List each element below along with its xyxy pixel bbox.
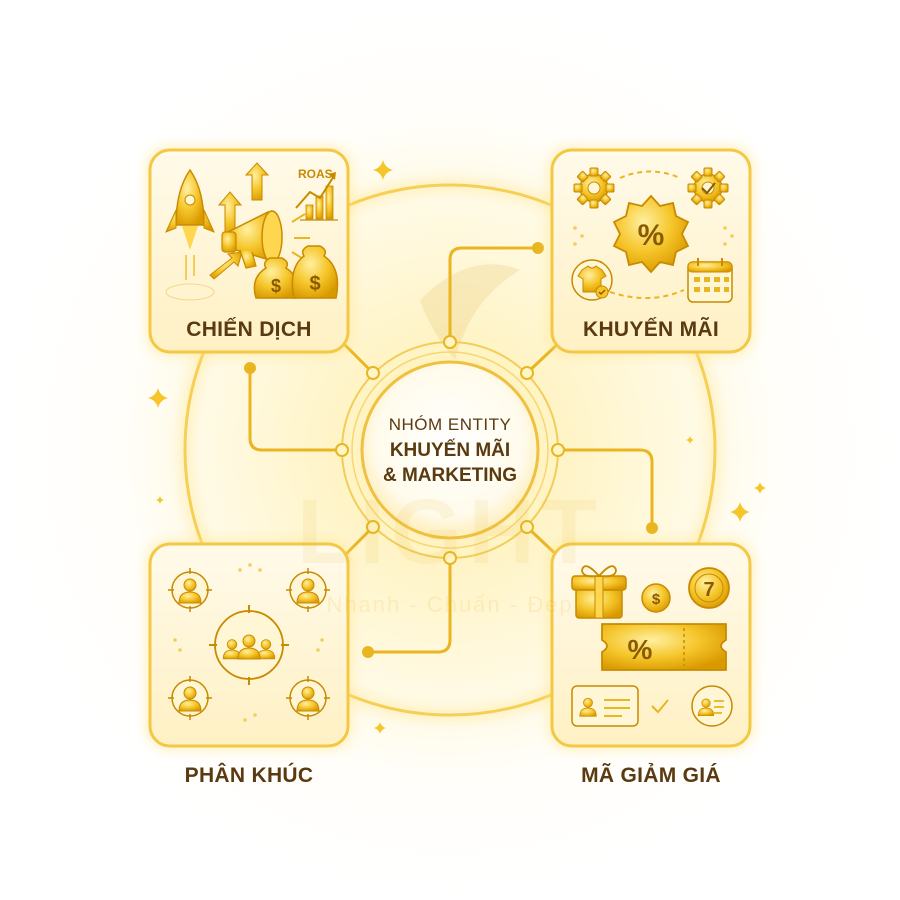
group-icon <box>209 605 289 685</box>
svg-text:$: $ <box>309 273 320 295</box>
target-person-icon <box>286 568 330 612</box>
arrow-up-icon <box>209 162 270 280</box>
outer-ring <box>183 183 717 717</box>
coin-icon: $ <box>641 583 671 613</box>
percent-badge-icon: % <box>612 194 690 274</box>
svg-text:%: % <box>638 219 665 252</box>
watermark-slogan: Nhanh - Chuẩn - Đẹp <box>326 592 574 617</box>
growth-chart-icon: ROAS <box>295 167 338 221</box>
tshirt-icon <box>571 259 613 301</box>
center-ring-nodes <box>335 335 565 565</box>
coin-icon: 7 <box>688 567 730 609</box>
id-card-icon <box>571 685 639 727</box>
node-card-promotion[interactable]: % <box>548 146 754 356</box>
target-person-icon <box>168 568 212 612</box>
target-person-icon <box>168 676 212 720</box>
node-card-campaign[interactable]: ROAS $ $ <box>146 146 352 356</box>
node-label-segment: PHÂN KHÚC <box>184 764 314 787</box>
watermark-logo-text: LIGHT <box>297 481 603 583</box>
svg-text:%: % <box>628 634 653 665</box>
gift-icon <box>571 565 627 619</box>
connector-promotion <box>448 246 540 342</box>
center-ring-mid <box>351 351 549 549</box>
node-label-promotion: KHUYẾN MÃI <box>582 318 720 341</box>
connector-campaign <box>248 366 342 452</box>
node-label-campaign: CHIẾN DỊCH <box>186 318 312 341</box>
coin-number: 7 <box>703 579 714 601</box>
center-title-line2: & MARKETING <box>382 465 518 486</box>
target-person-icon <box>286 676 330 720</box>
node-label-coupon: MÃ GIẢM GIÁ <box>581 764 721 787</box>
center-hub <box>360 360 540 540</box>
connector-segment <box>366 558 452 654</box>
center-subtitle: NHÓM ENTITY <box>388 415 512 434</box>
leaf-logo-icon <box>420 264 520 360</box>
rocket-icon <box>165 168 215 301</box>
svg-text:$: $ <box>652 591 661 608</box>
roas-tag: ROAS <box>298 167 333 181</box>
svg-text:$: $ <box>271 276 281 296</box>
gear-icon <box>573 167 615 209</box>
connector-coupon <box>558 448 654 530</box>
watermark <box>420 264 520 360</box>
ticket-icon: % <box>601 623 727 671</box>
money-bag-icon: $ $ <box>253 245 339 299</box>
connector-dots <box>244 242 658 658</box>
profile-badge-icon <box>691 685 733 727</box>
center-title-line1: KHUYẾN MÃI <box>389 440 511 461</box>
calendar-icon <box>687 258 733 303</box>
node-card-segment[interactable] <box>146 540 352 750</box>
gear-check-icon <box>687 167 729 209</box>
megaphone-icon <box>221 210 310 269</box>
node-card-coupon[interactable]: $ 7 % <box>548 540 754 750</box>
